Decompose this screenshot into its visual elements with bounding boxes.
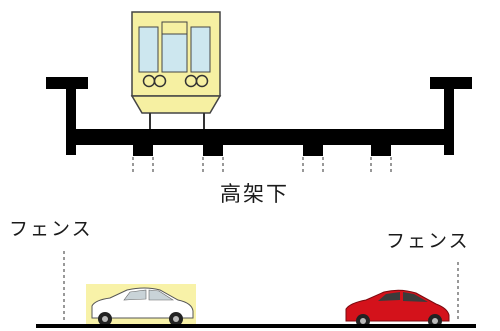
- fence-right-label: フェンス: [386, 230, 470, 252]
- under-viaduct-label: 高架下: [220, 182, 289, 206]
- viaduct-structure: [46, 77, 472, 156]
- pillar-guide-lines: [132, 157, 392, 172]
- white-car-icon: [86, 284, 196, 326]
- train-front-icon: [130, 11, 222, 129]
- fence-left-label: フェンス: [9, 218, 93, 240]
- ground-line: [36, 324, 476, 328]
- red-car-icon: [345, 289, 450, 328]
